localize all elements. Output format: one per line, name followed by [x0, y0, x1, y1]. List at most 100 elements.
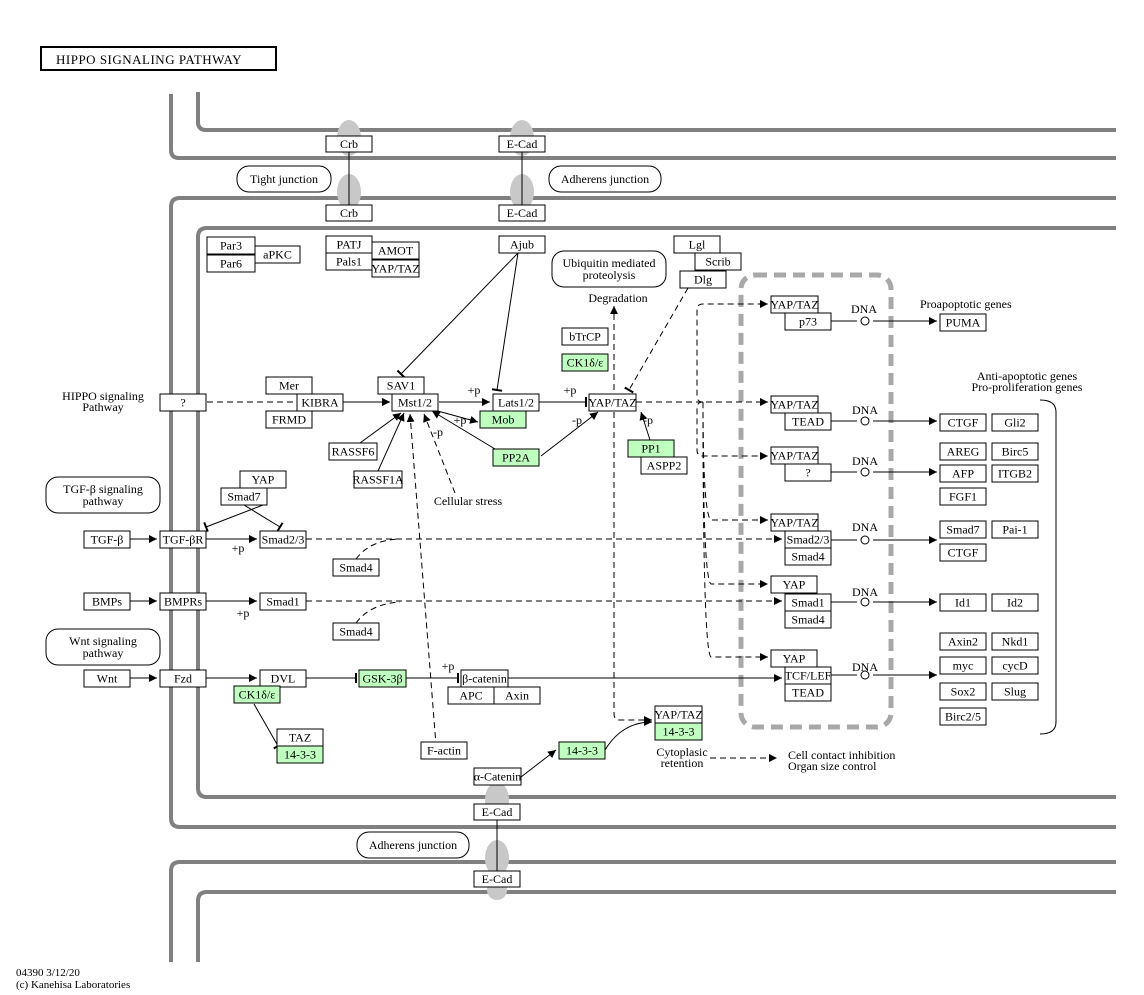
node-ecad-top2[interactable]: E-Cad — [498, 204, 546, 222]
node-cycd[interactable]: cycD — [991, 656, 1039, 675]
node-n-tead2[interactable]: TEAD — [784, 683, 832, 702]
node-rassf6[interactable]: RASSF6 — [328, 442, 378, 461]
node-tgfbr[interactable]: TGF-βR — [159, 530, 207, 549]
node-1433-mid[interactable]: 14-3-3 — [558, 741, 606, 760]
node-patj[interactable]: PATJ — [325, 235, 373, 254]
node-bcatenin[interactable]: β-catenin — [460, 669, 509, 688]
node-dlg[interactable]: Dlg — [679, 270, 727, 289]
node-n-tcflef[interactable]: TCF/LEF — [784, 666, 832, 685]
node-rassf1a[interactable]: RASSF1A — [352, 470, 404, 489]
node-n-yaptaz1[interactable]: YAP/TAZ — [770, 295, 819, 314]
node-pp1[interactable]: PP1 — [627, 439, 675, 458]
node-n-yap6[interactable]: YAP — [770, 649, 818, 668]
node-tgfb[interactable]: TGF-β — [83, 530, 131, 549]
node-n-yaptaz2[interactable]: YAP/TAZ — [770, 395, 819, 414]
node-mob[interactable]: Mob — [479, 410, 527, 429]
node-id1[interactable]: Id1 — [939, 593, 987, 612]
node-par3[interactable]: Par3 — [206, 236, 256, 255]
node-bmps[interactable]: BMPs — [83, 592, 131, 611]
node-yaptaz-cyto[interactable]: YAP/TAZ — [654, 705, 703, 724]
node-kibra[interactable]: KIBRA — [296, 393, 344, 412]
node-birc5[interactable]: Birc5 — [991, 442, 1039, 461]
node-question-hippo[interactable]: ? — [159, 393, 207, 412]
node-smad4-b[interactable]: Smad4 — [332, 622, 380, 641]
node-smad23[interactable]: Smad2/3 — [259, 530, 307, 549]
node-gli2[interactable]: Gli2 — [991, 413, 1039, 432]
node-areg[interactable]: AREG — [939, 442, 987, 461]
node-axin[interactable]: Axin — [493, 686, 541, 705]
node-mer[interactable]: Mer — [265, 376, 313, 395]
node-n-smad23[interactable]: Smad2/3 — [784, 530, 832, 549]
node-n-tead1[interactable]: TEAD — [784, 412, 832, 431]
node-n-smad1[interactable]: Smad1 — [784, 593, 832, 612]
node-yap-tgf[interactable]: YAP — [239, 470, 287, 489]
node-apkc[interactable]: aPKC — [254, 245, 301, 264]
node-gsk3b[interactable]: GSK-3β — [358, 669, 407, 688]
node-taz[interactable]: TAZ — [276, 728, 324, 747]
node-ajub[interactable]: Ajub — [498, 235, 546, 254]
label-text: Anti-apoptotic genes — [977, 369, 1078, 383]
node-crb-bottom[interactable]: Crb — [325, 204, 373, 222]
node-n-yaptaz4[interactable]: YAP/TAZ — [770, 513, 819, 532]
node-lats12[interactable]: Lats1/2 — [492, 393, 540, 412]
node-wnt[interactable]: Wnt — [83, 669, 131, 688]
node-ecad-top[interactable]: E-Cad — [498, 135, 546, 153]
node-slug[interactable]: Slug — [991, 682, 1039, 701]
node-1433-taz[interactable]: 14-3-3 — [276, 745, 324, 764]
node-scrib[interactable]: Scrib — [694, 252, 742, 271]
node-ctgf2[interactable]: CTGF — [939, 543, 987, 562]
node-crb-top[interactable]: Crb — [325, 135, 373, 153]
node-ecad-bot2[interactable]: E-Cad — [473, 870, 521, 888]
node-n-yaptaz3[interactable]: YAP/TAZ — [770, 446, 819, 465]
node-aspp2[interactable]: ASPP2 — [640, 456, 688, 475]
node-fgf1[interactable]: FGF1 — [939, 487, 987, 506]
map-link-adherens-junction-bottom[interactable]: Adherens junction — [356, 831, 470, 859]
node-pals1[interactable]: Pals1 — [325, 252, 373, 271]
node-dvl[interactable]: DVL — [259, 669, 307, 688]
node-sox2[interactable]: Sox2 — [939, 682, 987, 701]
node-frmd[interactable]: FRMD — [265, 410, 313, 429]
node-sav1[interactable]: SAV1 — [377, 376, 425, 395]
node-n-yap5[interactable]: YAP — [770, 575, 818, 594]
node-apc[interactable]: APC — [447, 686, 495, 705]
node-n-q[interactable]: ? — [784, 463, 832, 482]
map-link-adherens-junction-top[interactable]: Adherens junction — [548, 165, 662, 193]
node-ck1-top[interactable]: CK1δ/ε — [561, 353, 609, 372]
node-n-smad4a[interactable]: Smad4 — [784, 547, 832, 566]
node-pai1[interactable]: Pai-1 — [991, 520, 1039, 539]
node-pp2a[interactable]: PP2A — [492, 448, 540, 467]
node-nkd1[interactable]: Nkd1 — [991, 632, 1039, 651]
node-acatenin[interactable]: α-Catenin — [473, 767, 522, 786]
node-puma[interactable]: PUMA — [939, 313, 987, 332]
node-mst12[interactable]: Mst1/2 — [391, 393, 439, 412]
node-itgb2[interactable]: ITGB2 — [991, 464, 1039, 483]
map-link-tight-junction[interactable]: Tight junction — [236, 165, 332, 193]
node-ctgf1[interactable]: CTGF — [939, 413, 987, 432]
node-amot[interactable]: AMOT — [371, 241, 420, 260]
node-par6[interactable]: Par6 — [206, 254, 256, 273]
node-ecad-bot1[interactable]: E-Cad — [473, 803, 521, 821]
node-btrcp[interactable]: bTrCP — [561, 327, 609, 346]
node-id2[interactable]: Id2 — [991, 593, 1039, 612]
node-lgl[interactable]: Lgl — [673, 235, 721, 254]
node-smad7-tgf[interactable]: Smad7 — [220, 487, 268, 506]
node-yaptaz-amot[interactable]: YAP/TAZ — [371, 259, 420, 278]
node-birc25[interactable]: Birc2/5 — [939, 707, 987, 726]
node-afp[interactable]: AFP — [939, 464, 987, 483]
node-axin2[interactable]: Axin2 — [939, 632, 987, 651]
node-yaptaz-main[interactable]: YAP/TAZ — [588, 393, 637, 412]
node-bmprs[interactable]: BMPRs — [159, 592, 207, 611]
node-myc[interactable]: myc — [939, 656, 987, 675]
node-factin[interactable]: F-actin — [420, 741, 468, 760]
node-n-p73[interactable]: p73 — [784, 312, 832, 331]
node-smad4-a[interactable]: Smad4 — [332, 558, 380, 577]
node-smad7-t[interactable]: Smad7 — [939, 520, 987, 539]
node-fzd[interactable]: Fzd — [159, 669, 207, 688]
node-ck1-wnt[interactable]: CK1δ/ε — [233, 685, 281, 704]
node-1433-cyto[interactable]: 14-3-3 — [654, 722, 703, 741]
node-n-smad4b[interactable]: Smad4 — [784, 610, 832, 629]
node-smad1[interactable]: Smad1 — [259, 592, 307, 611]
